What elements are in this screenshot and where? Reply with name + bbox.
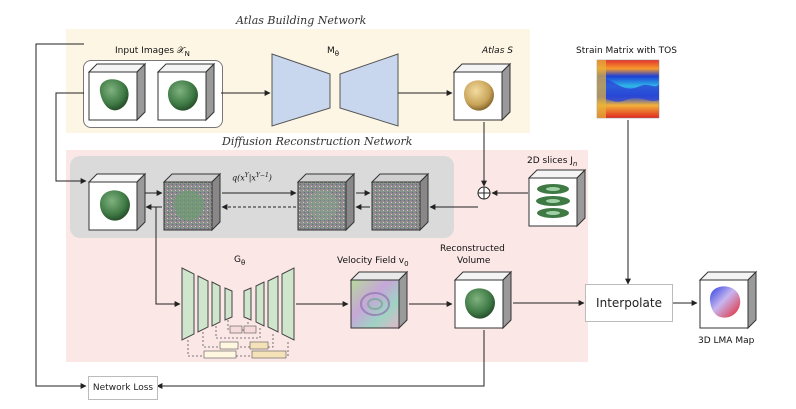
strain-heatmap-icon <box>596 59 660 119</box>
diffusion-step-volume-1 <box>162 172 222 232</box>
m-theta-text: M <box>327 46 335 56</box>
skip-feature-blocks <box>203 325 287 359</box>
sum-node-icon <box>477 186 491 200</box>
lma-map-icon <box>698 270 758 330</box>
g-theta-subscript: θ <box>240 258 246 267</box>
g-theta-unet <box>181 267 295 341</box>
q-transition-text-rest: |x <box>248 173 256 183</box>
velocity-field-text: Velocity Field v <box>337 256 405 266</box>
strain-matrix-label: Strain Matrix with TOS <box>576 46 677 56</box>
noise-volume-icon <box>370 172 430 232</box>
interpolate-label: Interpolate <box>596 296 662 310</box>
velocity-field-icon <box>349 270 409 330</box>
interpolate-box: Interpolate <box>585 284 673 322</box>
slices-text: 2D slices J <box>527 156 573 166</box>
reconstructed-label-line1: Reconstructed <box>440 244 505 254</box>
q-transition-text: q(x <box>232 173 245 183</box>
atlas-network-title: Atlas Building Network <box>236 14 367 27</box>
diffusion-network-title: Diffusion Reconstruction Network <box>222 135 413 148</box>
network-loss-label: Network Loss <box>92 383 154 393</box>
m-theta-subscript: θ <box>334 49 340 58</box>
diffusion-step-volume-2 <box>296 172 356 232</box>
m-theta-encoder <box>271 53 331 127</box>
reconstructed-label-line2: Volume <box>457 256 491 266</box>
lma-map-label: 3D LMA Map <box>698 336 755 346</box>
input-images-text: Input Images 𝒳 <box>115 46 185 56</box>
g-theta-label: Gθ <box>234 255 245 267</box>
reconstructed-volume <box>453 270 513 330</box>
slices-label: 2D slices Jn <box>527 156 577 168</box>
q-transition-label: q(xY|xY−1) <box>232 172 272 183</box>
velocity-field-subscript: 0 <box>404 259 409 268</box>
input-images-subscript: N <box>184 49 190 58</box>
input-image-2 <box>156 62 216 122</box>
network-loss-box: Network Loss <box>88 376 158 400</box>
slices-subscript: n <box>572 159 578 168</box>
m-theta-label: Mθ <box>327 46 339 58</box>
g-theta-text: G <box>234 255 241 265</box>
diffusion-clean-volume <box>87 172 147 232</box>
m-theta-decoder <box>339 53 399 127</box>
slice-stack-icon <box>527 168 587 228</box>
atlas-s-label: Atlas S <box>482 46 513 56</box>
atlas-volume <box>452 62 512 122</box>
input-image-1 <box>87 62 147 122</box>
input-images-label: Input Images 𝒳N <box>115 46 190 58</box>
velocity-field-label: Velocity Field v0 <box>337 256 409 268</box>
